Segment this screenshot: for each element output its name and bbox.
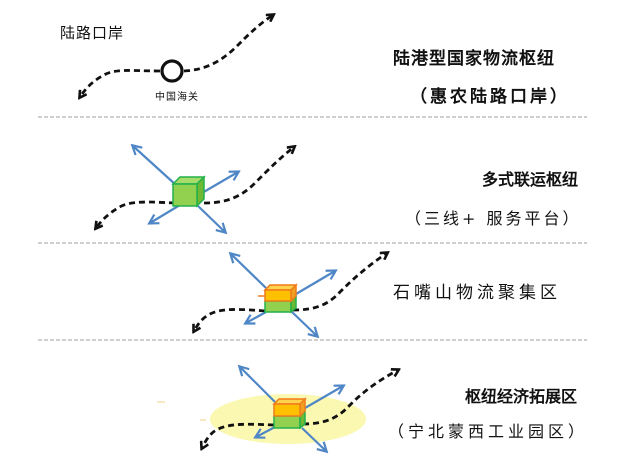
- section-subtitle-land-port: （惠农陆路口岸）: [410, 87, 570, 107]
- blue-arrow: [291, 311, 317, 336]
- logistics-cluster-graphic: [194, 253, 387, 336]
- blue-arrow: [246, 311, 267, 323]
- customs-circle-icon: [160, 59, 184, 83]
- section-title-economic-expansion: 枢纽经济拓展区: [465, 387, 578, 406]
- blue-arrow: [304, 386, 343, 409]
- route-line-left: [80, 69, 161, 97]
- section-title-multimodal-hub: 多式联运枢纽: [482, 170, 579, 189]
- section-subtitle-economic-expansion: （宁北蒙西工业园区）: [388, 422, 589, 441]
- section-title-land-port: 陆港型国家物流枢纽: [393, 49, 555, 69]
- route-line-right: [203, 147, 294, 205]
- blue-arrow: [231, 254, 267, 289]
- blue-arrow: [295, 271, 335, 295]
- blue-arrow: [240, 367, 276, 403]
- blue-arrow: [150, 204, 181, 223]
- land-port-label: 陆路口岸: [60, 24, 125, 42]
- blue-arrow: [201, 172, 238, 194]
- blue-arrow: [197, 205, 225, 232]
- route-line-left: [194, 308, 266, 331]
- economic-expansion-graphic: [157, 367, 398, 451]
- stacked-cube-icon: [272, 397, 307, 430]
- blue-arrow: [133, 146, 177, 186]
- blue-arrow: [301, 427, 326, 451]
- section-subtitle-multimodal-hub: （三线+ 服务平台）: [405, 209, 582, 228]
- green-cube-icon: [171, 175, 206, 208]
- land-port-graphic: [80, 15, 273, 97]
- stacked-cube-icon: [258, 283, 298, 314]
- route-line-right: [302, 370, 398, 426]
- route-line-right: [183, 15, 273, 73]
- customs-node-label: 中国海关: [155, 92, 199, 103]
- route-line-left: [96, 200, 176, 228]
- section-title-logistics-cluster: 石嘴山物流聚集区: [393, 283, 561, 303]
- route-line-right: [292, 253, 387, 312]
- route-line-left: [202, 422, 275, 448]
- blue-arrow: [256, 426, 276, 437]
- multimodal-hub-graphic: [96, 146, 294, 232]
